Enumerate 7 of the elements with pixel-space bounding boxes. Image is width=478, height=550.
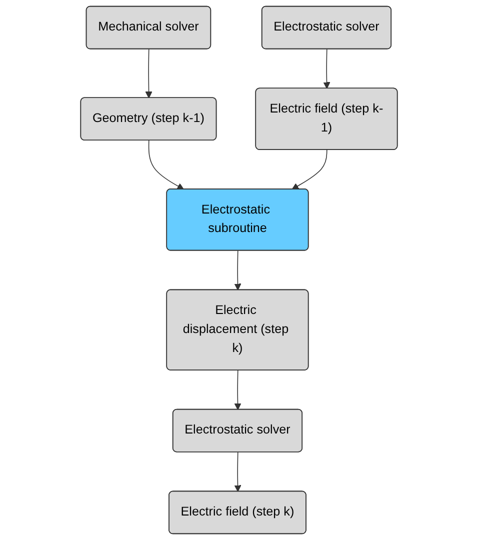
arrow [292, 150, 328, 190]
arrow [234, 452, 242, 492]
arrow [234, 250, 242, 290]
arrow [145, 48, 152, 98]
arrow [323, 48, 330, 89]
arrow [234, 370, 242, 410]
arrow [148, 140, 184, 190]
